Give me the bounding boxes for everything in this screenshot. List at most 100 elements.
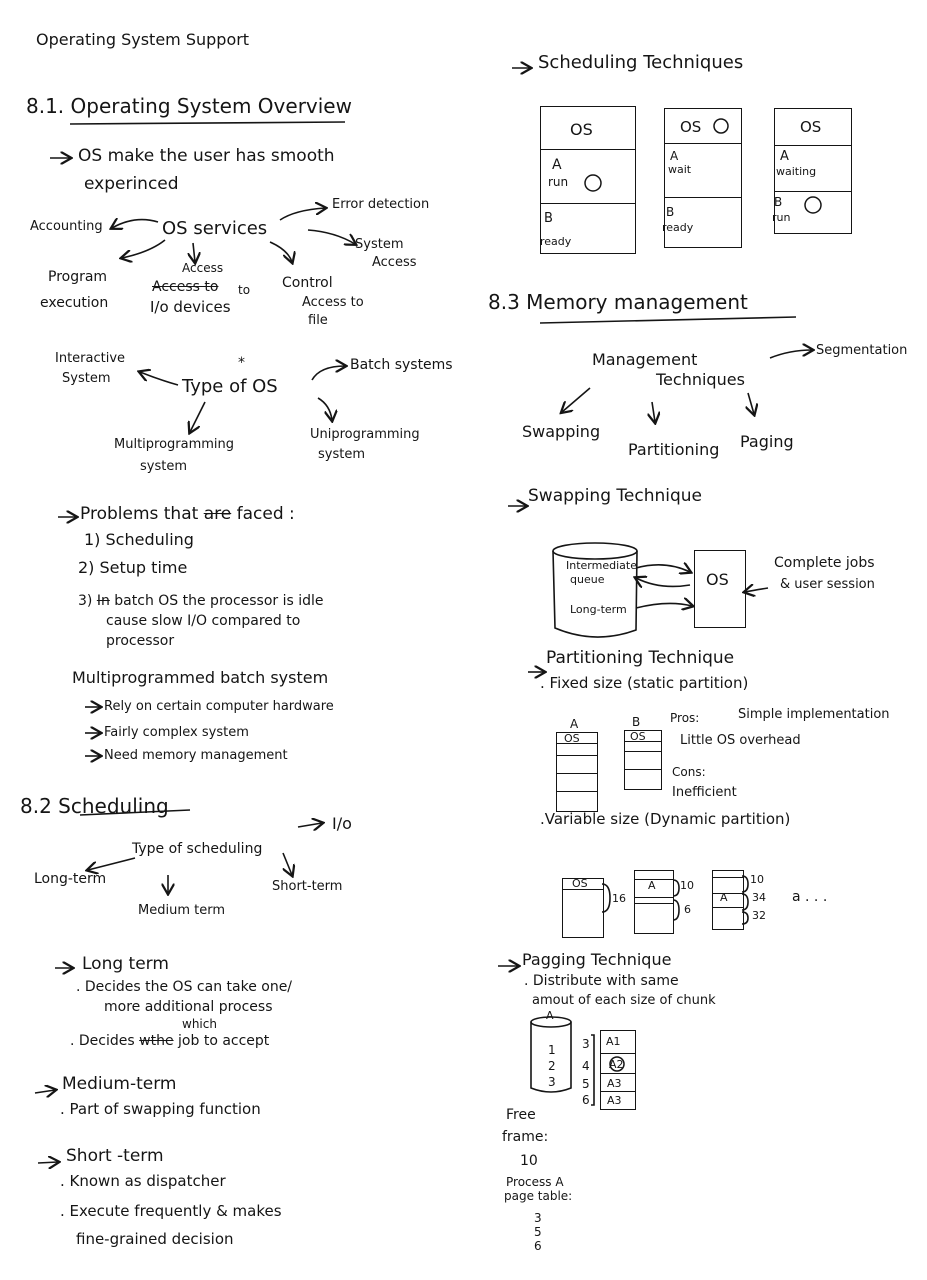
cons-label: Cons: — [672, 765, 706, 779]
page-table-line-2: page table: — [504, 1189, 573, 1203]
variable-stack-2 — [634, 870, 674, 934]
sched-diagram-1 — [540, 106, 636, 254]
sched-3-a: A — [780, 149, 789, 164]
frame-a3-second: A3 — [607, 1094, 622, 1107]
sched-2-os: OS — [680, 118, 702, 136]
variable-stack-3 — [712, 870, 744, 930]
pros-item-2: Little OS overhead — [680, 733, 801, 748]
problems-heading: Problems that are faced : — [80, 506, 295, 523]
sched-2-a-state: wait — [668, 163, 692, 176]
long-term-label: Long-term — [34, 871, 107, 887]
medium-term-label: Medium term — [138, 903, 225, 918]
multiprog-item-1: Rely on certain computer hardware — [104, 699, 334, 714]
accounting-label: Accounting — [30, 219, 103, 234]
long-term-line-1-text: Decides the OS can take one/ — [84, 979, 293, 995]
page-table-entry-2: 5 — [534, 1225, 542, 1239]
multi-line-2: system — [140, 459, 187, 474]
os-services-label: OS services — [162, 218, 268, 239]
paging-process-page-1: 1 — [548, 1043, 556, 1057]
partitioning-technique-heading: Partitioning Technique — [546, 648, 735, 668]
swap-intermediate-line-2: queue — [570, 573, 605, 586]
problem-item-3-line-3: processor — [106, 633, 175, 649]
free-frame-value: 10 — [520, 1153, 538, 1169]
access-io-to: to — [238, 283, 251, 297]
access-to-struck: Access to — [152, 279, 219, 295]
short-term-line-2: . Execute frequently & makes — [60, 1202, 282, 1220]
type-of-scheduling-label: Type of scheduling — [132, 841, 263, 857]
short-term-line-1: . Known as dispatcher — [60, 1172, 226, 1190]
sched-1-a: A — [552, 157, 562, 173]
fixed-b-os: OS — [630, 730, 646, 743]
frame-a1: A1 — [606, 1035, 621, 1048]
mgmt-line-2: Techniques — [656, 370, 745, 389]
multiprog-title: Multiprogrammed batch system — [72, 668, 329, 687]
interactive-line-2: System — [62, 371, 111, 386]
paging-process-page-3: 3 — [548, 1075, 556, 1089]
problem-item-3-struck: In — [96, 593, 110, 609]
frame-a3: A3 — [607, 1077, 622, 1090]
variable-1-os: OS — [572, 877, 588, 890]
free-frame-line-2: frame: — [502, 1129, 549, 1145]
problem-item-3-line-1: 3) In batch OS the processor is idle — [78, 594, 324, 608]
problem-item-3-text: batch OS the processor is idle — [114, 593, 324, 609]
problem-item-2: 2) Setup time — [78, 558, 188, 577]
os-smooth-line-2: experinced — [84, 174, 179, 194]
fixed-stack-a — [556, 732, 598, 812]
swap-longterm: Long-term — [570, 603, 627, 616]
variable-1-size: 16 — [612, 892, 626, 905]
swap-complete-line-1: Complete jobs — [774, 555, 875, 571]
multi-line-1: Multiprogramming — [114, 437, 235, 452]
sched-3-b-state: run — [772, 211, 791, 224]
problems-heading-a: Problems that — [80, 504, 199, 524]
fixed-label-a: A — [570, 717, 579, 731]
page-table-entry-1: 3 — [534, 1211, 542, 1225]
swapping-technique-heading: Swapping Technique — [528, 486, 702, 506]
frame-a2: A2 — [609, 1058, 624, 1071]
variable-3-num-1: 10 — [750, 873, 764, 886]
io-label: I/o — [332, 814, 352, 833]
short-term-line-3: fine-grained decision — [76, 1230, 234, 1248]
variable-stack-1 — [562, 878, 604, 938]
problems-heading-struck: are — [203, 504, 232, 524]
type-of-os-star: * — [238, 355, 245, 371]
paging-line-1: . Distribute with same — [524, 973, 679, 989]
problems-heading-b: faced : — [236, 504, 295, 524]
sched-1-a-state: run — [548, 175, 569, 189]
paging-label: Paging — [740, 432, 794, 451]
paging-frame-stack — [600, 1030, 636, 1110]
program-exec-line-1: Program — [48, 269, 108, 285]
uni-line-1: Uniprogramming — [310, 427, 420, 442]
swap-os-label: OS — [706, 570, 729, 589]
frame-num-6: 6 — [582, 1093, 590, 1107]
paging-process-a: A — [546, 1009, 554, 1022]
long-term-which: which — [182, 1017, 217, 1031]
problem-item-3-line-2: cause slow I/O compared to — [106, 613, 301, 629]
sched-1-b: B — [544, 211, 553, 226]
variable-3-num-3: 32 — [752, 909, 766, 922]
sched-2-b-state: ready — [662, 221, 694, 234]
long-term-line-3: . Decides wthe job to accept — [70, 1033, 270, 1049]
error-detection-label: Error detection — [332, 197, 430, 212]
long-term-line-2: more additional process — [104, 999, 273, 1015]
section-8-3-heading: 8.3 Memory management — [488, 290, 748, 314]
fixed-size-line: . Fixed size (static partition) — [540, 674, 749, 692]
page-title: Operating System Support — [36, 30, 250, 49]
long-term-line-3-b: job to accept — [178, 1033, 270, 1049]
variable-3-a: A — [720, 891, 728, 904]
frame-num-4: 4 — [582, 1059, 590, 1073]
type-of-os-label: Type of OS — [182, 376, 278, 397]
long-term-line-3-a: Decides — [78, 1033, 135, 1049]
medium-term-line: . Part of swapping function — [60, 1100, 261, 1118]
access-io-line-1: Access — [182, 261, 224, 275]
paging-line-2: amout of each size of chunk — [532, 993, 716, 1008]
multiprog-item-3: Need memory management — [104, 748, 288, 763]
sched-3-os: OS — [800, 118, 822, 136]
batch-systems-label: Batch systems — [350, 357, 453, 373]
variable-3-num-2: 34 — [752, 891, 766, 904]
sched-3-b: B — [774, 195, 783, 209]
pros-label: Pros: — [670, 711, 700, 725]
variable-ellipsis: a . . . — [792, 889, 828, 905]
os-smooth-line-1: OS make the user has smooth — [78, 146, 335, 166]
swap-complete-line-2: & user session — [780, 577, 875, 592]
long-term-title: Long term — [82, 954, 169, 974]
